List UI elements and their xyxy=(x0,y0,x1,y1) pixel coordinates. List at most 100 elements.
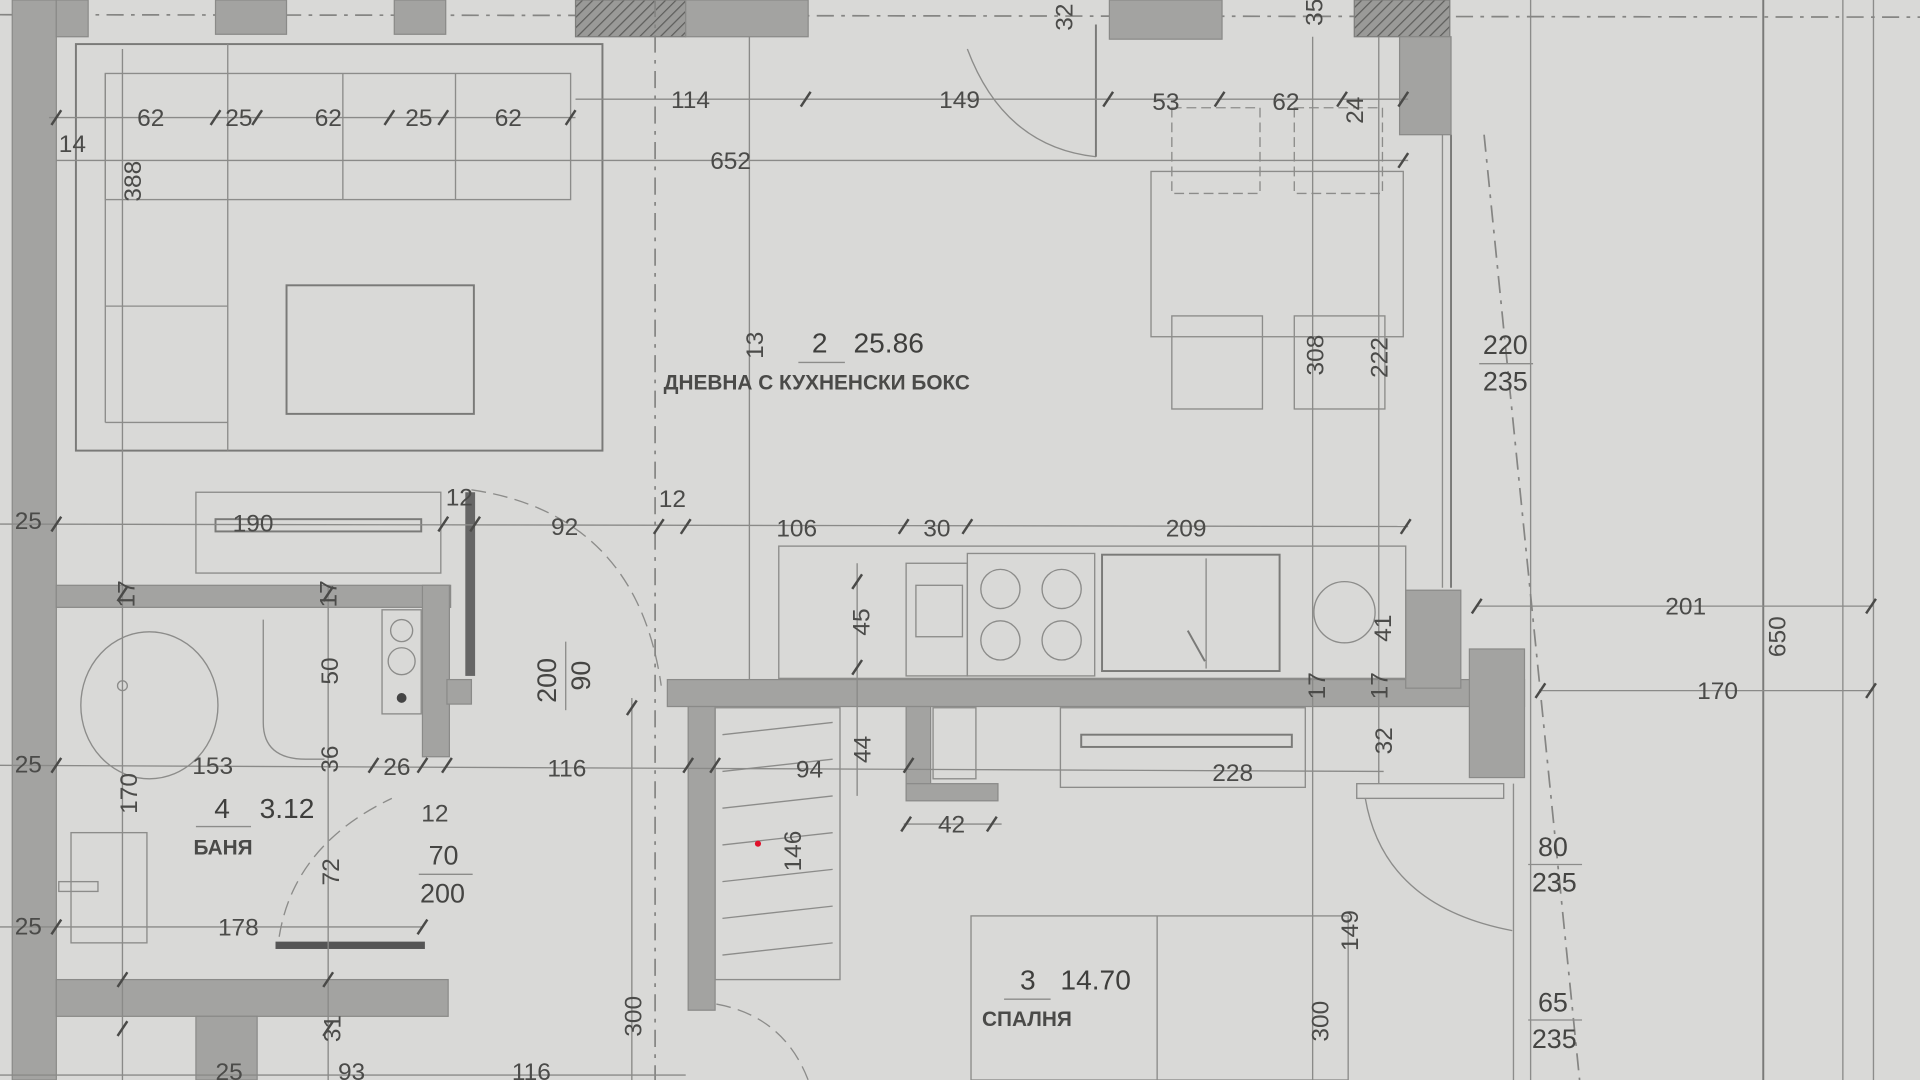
dimension-tick xyxy=(437,516,450,533)
room-label-bedroom: 3 14.70 СПАЛНЯ xyxy=(982,964,1131,1031)
room-number: 3 xyxy=(1020,964,1036,995)
dimension-tick xyxy=(50,109,63,126)
dimension-label: 25 xyxy=(216,1059,243,1080)
dimension-label: 26 xyxy=(383,754,410,781)
shoe-cabinet xyxy=(195,491,442,574)
dimension-label: 12 xyxy=(659,486,686,513)
opening-height: 235 xyxy=(1483,367,1528,397)
coffee-table xyxy=(285,284,475,415)
dimension-tick xyxy=(625,699,638,716)
dimension-ticks xyxy=(50,91,1877,1037)
dimension-label: 94 xyxy=(796,757,823,784)
opening-height: 90 xyxy=(566,661,596,691)
opening-width: 70 xyxy=(429,840,459,870)
dimension-label: 30 xyxy=(923,515,950,542)
opening-height: 235 xyxy=(1532,867,1577,897)
dimension-tick xyxy=(679,518,692,535)
dimension-tick xyxy=(799,91,812,108)
dimension-tick xyxy=(367,757,380,774)
dimension-label: 36 xyxy=(317,746,344,773)
dimension-tick xyxy=(383,109,396,126)
dimension-label: 32 xyxy=(1371,727,1398,754)
dimension-tick xyxy=(437,109,450,126)
dimension-lines xyxy=(0,36,1874,1080)
dimension-label: 62 xyxy=(315,105,342,132)
dimension-tick xyxy=(897,518,910,535)
dimension-label: 25 xyxy=(15,508,42,535)
dimension-label: 146 xyxy=(780,831,807,872)
opening-width: 220 xyxy=(1483,330,1528,360)
dimension-label: 308 xyxy=(1303,335,1330,376)
dimension-label: 62 xyxy=(495,105,522,132)
dimension-label: 32 xyxy=(1052,4,1079,31)
dimension-label: 25 xyxy=(15,913,42,940)
dimension-label: 149 xyxy=(1337,910,1364,951)
dimension-label: 209 xyxy=(1166,515,1207,542)
dimension-label: 116 xyxy=(547,755,586,782)
opening-bedroom-door: 80 235 xyxy=(1528,832,1583,897)
dimension-tick xyxy=(416,757,429,774)
room-name: БАНЯ xyxy=(193,837,252,860)
room-name: ДНЕВНА С КУХНЕНСКИ БОКС xyxy=(664,371,970,394)
dimension-label: 93 xyxy=(338,1059,365,1080)
room-name: СПАЛНЯ xyxy=(982,1008,1072,1031)
opening-height: 235 xyxy=(1532,1024,1577,1054)
dimension-tick xyxy=(441,757,453,774)
bath-door-threshold xyxy=(275,941,425,949)
dimension-label: 45 xyxy=(848,608,875,635)
dimension-tick xyxy=(1102,91,1115,108)
room-label-living: 2 25.86 ДНЕВНА С КУХНЕНСКИ БОКС xyxy=(664,328,970,395)
dimension-label: 153 xyxy=(192,753,233,780)
dimension-label: 41 xyxy=(1370,615,1397,642)
opening-bathroom-door: 70 200 xyxy=(418,840,473,908)
opening-height: 200 xyxy=(420,878,465,908)
dimension-tick xyxy=(1213,91,1226,108)
dimension-label: 178 xyxy=(218,915,259,942)
dimension-tick xyxy=(902,757,915,774)
dimension-label: 17 xyxy=(316,580,343,607)
dimension-label: 92 xyxy=(551,514,578,541)
sink xyxy=(1101,553,1281,672)
door-swings xyxy=(278,24,1515,1080)
dimension-tick xyxy=(322,971,335,988)
dimension-tick xyxy=(1336,91,1348,108)
dimension-label: 149 xyxy=(939,87,980,114)
dimension-label: 62 xyxy=(1272,89,1299,116)
dimension-tick xyxy=(682,757,695,774)
dimension-label: 190 xyxy=(233,510,274,537)
room-label-bathroom: 4 3.12 БАНЯ xyxy=(193,793,314,860)
dimension-label: 24 xyxy=(1342,97,1369,124)
boiler xyxy=(932,707,977,780)
dimension-label: 300 xyxy=(621,996,648,1037)
dimension-label: 17 xyxy=(114,580,141,607)
dimension-label: 72 xyxy=(318,858,345,885)
dimension-tick xyxy=(322,1020,335,1037)
dimension-label: 650 xyxy=(1764,616,1791,657)
dimension-label: 228 xyxy=(1212,760,1253,787)
opening-width: 65 xyxy=(1538,987,1568,1017)
room-number: 4 xyxy=(214,793,230,824)
dimension-tick xyxy=(116,971,129,988)
dimension-label: 222 xyxy=(1366,337,1393,378)
dimension-tick xyxy=(564,109,577,126)
dimension-tick xyxy=(1534,682,1547,699)
dimension-tick xyxy=(1865,598,1877,615)
dimension-label: 388 xyxy=(120,161,147,202)
dimension-tick xyxy=(50,918,63,935)
dimension-tick xyxy=(1397,152,1410,169)
dimension-label: 12 xyxy=(421,801,448,828)
dimension-label: 25 xyxy=(15,752,42,779)
opening-bedroom-window: 65 235 xyxy=(1528,987,1583,1054)
dimension-label: 25 xyxy=(225,105,252,132)
opening-width: 200 xyxy=(532,658,562,703)
walls xyxy=(11,0,1526,1080)
dimension-label: 50 xyxy=(317,657,344,684)
dimension-tick xyxy=(251,109,264,126)
dimension-label: 35 xyxy=(1301,0,1328,26)
dimension-label: 652 xyxy=(710,148,751,175)
dimension-label: 300 xyxy=(1308,1001,1335,1042)
dimension-label: 31 xyxy=(319,1015,346,1042)
